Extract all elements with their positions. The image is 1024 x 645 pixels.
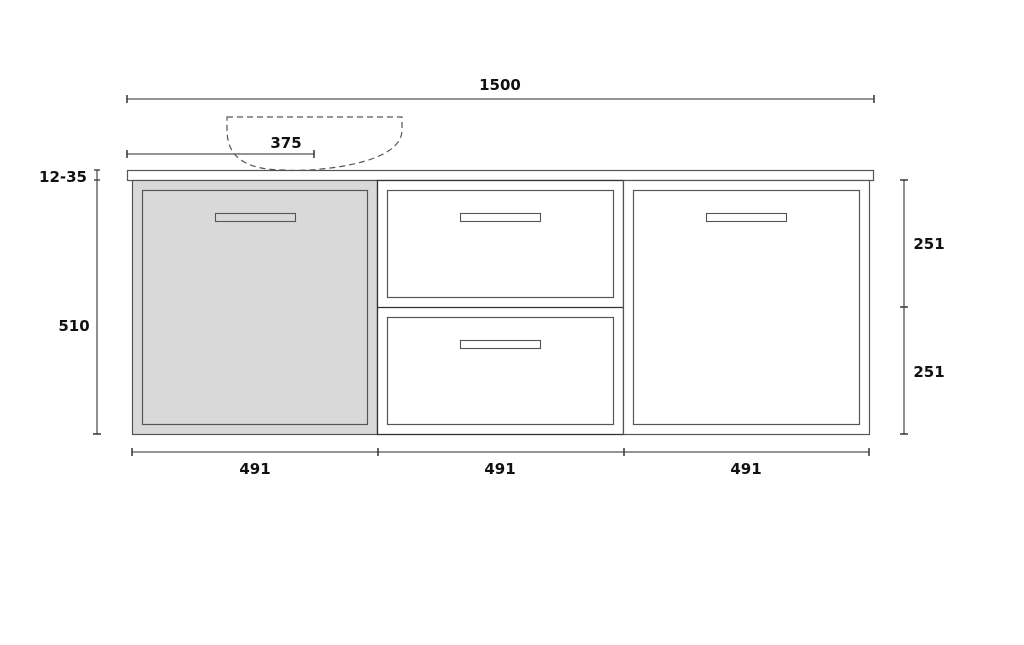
handle-icon: [459, 212, 542, 223]
lower-drawer-front: [386, 316, 615, 426]
right-height-dimensions: 251 251: [900, 179, 945, 435]
handle-icon: [459, 339, 542, 350]
basin-offset-dimension: 375: [126, 134, 315, 158]
top-thickness-label: 12-35: [39, 168, 87, 186]
basin-outline: [226, 116, 403, 171]
handle-icon: [214, 212, 297, 223]
height-dimension: 510: [58, 180, 101, 435]
module-left-door: [131, 179, 379, 436]
handle-icon: [705, 212, 788, 223]
module-1-width-label: 491: [239, 460, 270, 478]
total-width-label: 1500: [479, 76, 521, 94]
countertop: [126, 169, 875, 182]
module-2-width-label: 491: [484, 460, 515, 478]
upper-drawer-front: [386, 189, 615, 299]
module-width-dimensions: 491 491 491: [131, 448, 870, 478]
total-width-dimension: 1500: [126, 76, 875, 103]
right-upper-label: 251: [913, 235, 944, 253]
module-right-door: [622, 179, 871, 436]
basin-offset-label: 375: [270, 134, 301, 152]
right-lower-label: 251: [913, 363, 944, 381]
module-3-width-label: 491: [730, 460, 761, 478]
top-thickness-dimension: 12-35: [39, 168, 100, 186]
module-middle-drawers: [376, 179, 625, 436]
height-label: 510: [58, 317, 89, 335]
